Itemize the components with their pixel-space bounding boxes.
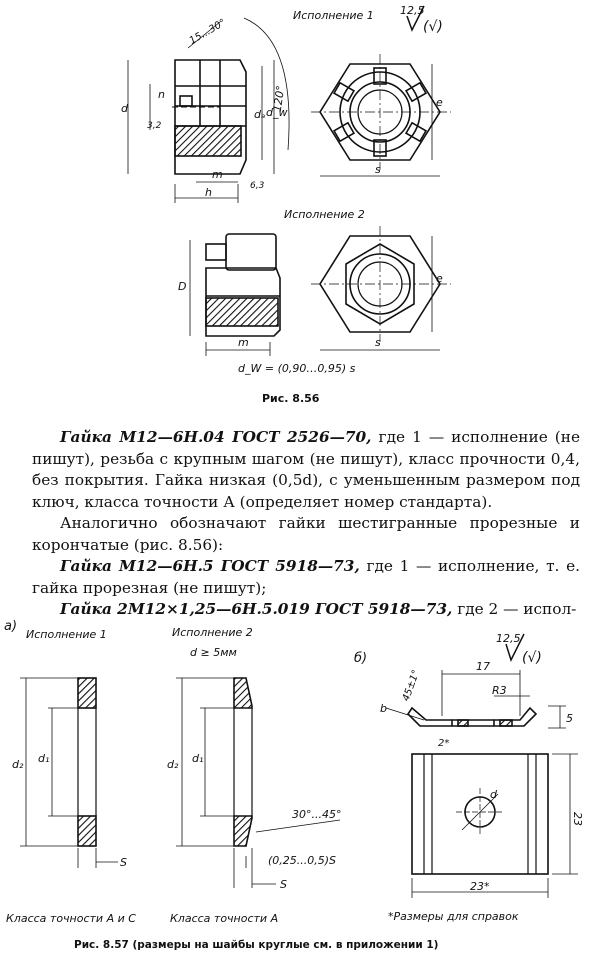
dim-n: n <box>158 88 165 101</box>
washer-variant1-section <box>20 677 118 868</box>
dim-6-3: 6,3 <box>250 181 265 191</box>
dim-d1: d₁ <box>38 752 49 765</box>
dim-h: h <box>205 186 212 199</box>
paragraph-2: Аналогично обозначают гайки шестигранные… <box>32 514 580 554</box>
svg-text:(√): (√) <box>423 19 443 35</box>
figure-8-56: Исполнение 1 12,5 (√) 15...30° 120° d n … <box>121 4 451 405</box>
castle-nut-top-view <box>311 226 451 351</box>
dim-d2-2: d₂ <box>167 758 179 771</box>
dim-thickness: (0,25...0,5)S <box>268 854 336 867</box>
dim-b: b <box>380 702 387 715</box>
class-ac-label: Класса точности А и С <box>6 912 136 925</box>
dim-d-hole: d <box>490 788 498 801</box>
dw-formula: d_W = (0,90…0,95) s <box>238 362 356 375</box>
roughness-symbol-b-icon: 12,5 (√) <box>496 632 542 666</box>
reference-note: *Размеры для справок <box>388 910 519 923</box>
figure-8-57: а) Исполнение 1 Исполнение 2 d ≥ 5мм d₂ … <box>4 619 584 951</box>
dim-angle-120: 120° <box>271 85 288 113</box>
roughness-symbol-icon: 12,5 (√) <box>400 4 443 35</box>
svg-text:12,5: 12,5 <box>400 4 425 17</box>
svg-text:(√): (√) <box>522 650 542 666</box>
dim-d2: d₂ <box>12 758 24 771</box>
dim-e: e <box>436 96 443 109</box>
dim-m-2: m <box>238 336 249 349</box>
paragraph-1: Гайка М12—6Н.04 ГОСТ 2526—70, где 1 — ис… <box>32 428 580 511</box>
castle-nut-side-view <box>189 233 281 356</box>
d-note: d ≥ 5мм <box>190 646 237 659</box>
body-text: Гайка М12—6Н.04 ГОСТ 2526—70, где 1 — ис… <box>32 427 580 621</box>
fig56-variant1-label: Исполнение 1 <box>293 9 374 22</box>
dim-23-height: 23 <box>571 812 584 826</box>
dim-d1-2: d₁ <box>192 752 203 765</box>
dim-23-width: 23* <box>470 880 490 893</box>
slotted-nut-side-view <box>127 17 290 203</box>
paragraph-3: Гайка М12—6Н.5 ГОСТ 5918—73, где 1 — исп… <box>32 557 580 597</box>
washer-variant1-label: Исполнение 1 <box>26 628 107 641</box>
dim-2: 2* <box>438 738 449 749</box>
dim-m: m <box>212 168 223 181</box>
svg-text:12,5: 12,5 <box>496 632 521 645</box>
dim-5: 5 <box>566 712 573 725</box>
class-a-label: Класса точности А <box>170 912 278 925</box>
slotted-nut-top-view <box>311 54 451 177</box>
dim-s: s <box>375 163 381 176</box>
fig56-variant2-label: Исполнение 2 <box>284 208 365 221</box>
dim-S: S <box>120 856 127 869</box>
dim-S-2: S <box>280 878 287 891</box>
dim-3-2: 3,2 <box>147 121 162 131</box>
dim-d: d <box>121 102 129 115</box>
dim-e-2: e <box>436 272 443 285</box>
dim-R3: R3 <box>492 684 507 697</box>
washer-variant2-section <box>176 677 341 888</box>
part-a-label: а) <box>4 619 17 634</box>
tab-washer-section <box>385 670 566 729</box>
dim-da: dₐ <box>254 108 265 121</box>
dim-45: 45±1° <box>401 669 422 703</box>
washer-variant2-label: Исполнение 2 <box>172 626 253 639</box>
dim-s-2: s <box>375 336 381 349</box>
dim-D: D <box>178 280 186 293</box>
part-b-label: б) <box>354 651 367 666</box>
fig56-caption: Рис. 8.56 <box>262 392 320 405</box>
dim-17: 17 <box>476 660 490 673</box>
tab-washer-plan <box>411 753 578 898</box>
dim-chamfer-angle: 15...30° <box>188 17 228 47</box>
dim-angle-30-45: 30°...45° <box>292 808 341 821</box>
fig57-caption: Рис. 8.57 (размеры на шайбы круглые см. … <box>74 939 438 951</box>
dim-dw: d_w <box>266 106 287 119</box>
paragraph-4: Гайка 2М12×1,25—6Н.5.019 ГОСТ 5918—73, г… <box>60 600 577 618</box>
